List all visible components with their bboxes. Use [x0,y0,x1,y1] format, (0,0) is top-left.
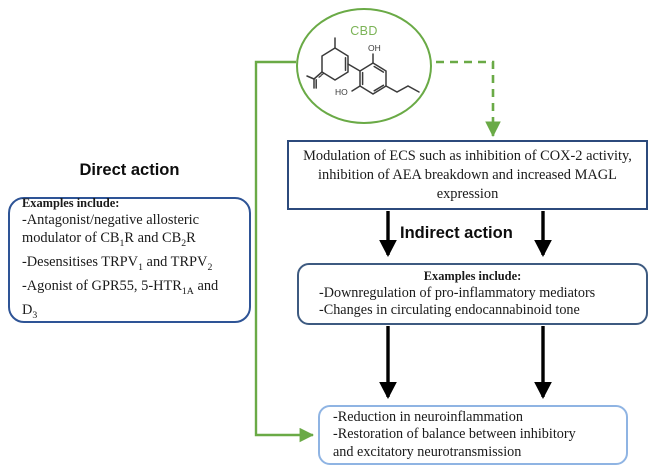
title-direct-action: Direct action [79,161,180,179]
indirect-line-2: -Changes in circulating endocannabinoid … [319,302,580,318]
box-direct-action: Examples include: -Antagonist/negative a… [8,196,251,323]
cbd-molecule-structure: OH HO [306,37,420,97]
box-ecs-modulation: Modulation of ECS such as inhibition of … [287,140,648,210]
ecs-text: Modulation of ECS such as inhibition of … [303,147,632,202]
box-indirect-examples: Examples include: -Downregulation of pro… [297,263,648,325]
direct-line-2: modulator of CB1R and CB2R [22,230,196,250]
svg-text:OH: OH [368,43,381,53]
direct-line-3: -Desensitises TRPV1 and TRPV2 [22,254,213,273]
box-outcome: -Reduction in neuroinflammation -Restora… [318,405,628,465]
cbd-label: CBD [350,24,378,38]
indirect-line-1: -Downregulation of pro-inflammatory medi… [319,284,596,301]
outcome-line-2: -Restoration of balance between inhibito… [333,426,576,443]
direct-line-1: -Antagonist/negative allosteric [22,212,200,229]
cbd-circle-outline [296,8,432,124]
outcome-line-1: -Reduction in neuroinflammation [333,408,523,425]
direct-examples-header: Examples include: [22,196,120,211]
connector-cbd-to-ecs [436,60,501,138]
direct-line-4: -Agonist of GPR55, 5-HTR1A and [22,278,219,297]
outcome-line-3: and excitatory neurotransmission [333,443,522,460]
indirect-examples-header: Examples include: [423,268,522,283]
direct-line-5: D3 [22,301,38,321]
svg-text:HO: HO [335,87,348,97]
cbd-node: CBD [296,8,436,128]
title-indirect-action: Indirect action [400,224,513,242]
